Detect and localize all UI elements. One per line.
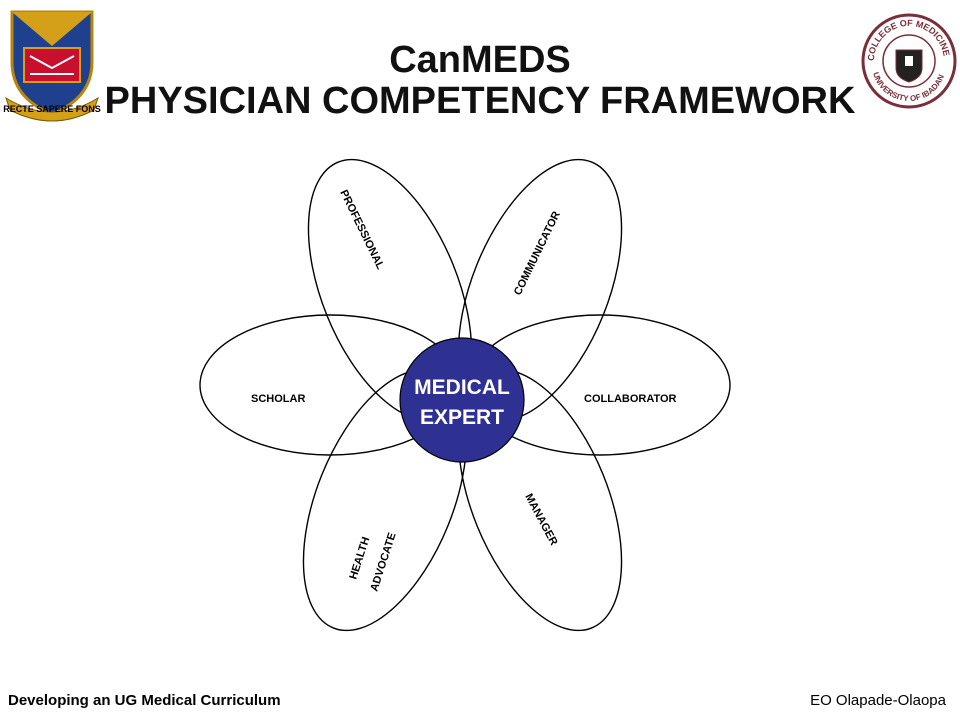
svg-text:RECTE SAPERE FONS: RECTE SAPERE FONS [3,104,101,114]
university-crest-icon: RECTE SAPERE FONS [3,10,101,122]
center-circle [399,337,525,463]
label-professional: PROFESSIONAL [337,188,386,272]
label-collaborator: COLLABORATOR [584,393,677,405]
label-health-line1: HEALTH [347,536,372,581]
footer-author: EO Olapade-Olaopa [810,692,946,709]
label-manager: MANAGER [522,492,559,548]
center-label-line2: EXPERT [420,406,504,429]
title-line-2: PHYSICIAN COMPETENCY FRAMEWORK [104,80,856,123]
college-seal-icon: COLLEGE OF MEDICINE UNIVERSITY OF IBADAN [861,13,957,109]
center-label-line1: MEDICAL [414,376,510,399]
label-communicator: COMMUNICATOR [512,209,563,297]
slide-title: CanMEDS PHYSICIAN COMPETENCY FRAMEWORK [0,39,960,123]
footer-course-title: Developing an UG Medical Curriculum [8,692,281,709]
title-line-1: CanMEDS [389,39,571,81]
label-scholar: SCHOLAR [251,393,305,405]
label-health-line2: ADVOCATE [368,531,398,593]
